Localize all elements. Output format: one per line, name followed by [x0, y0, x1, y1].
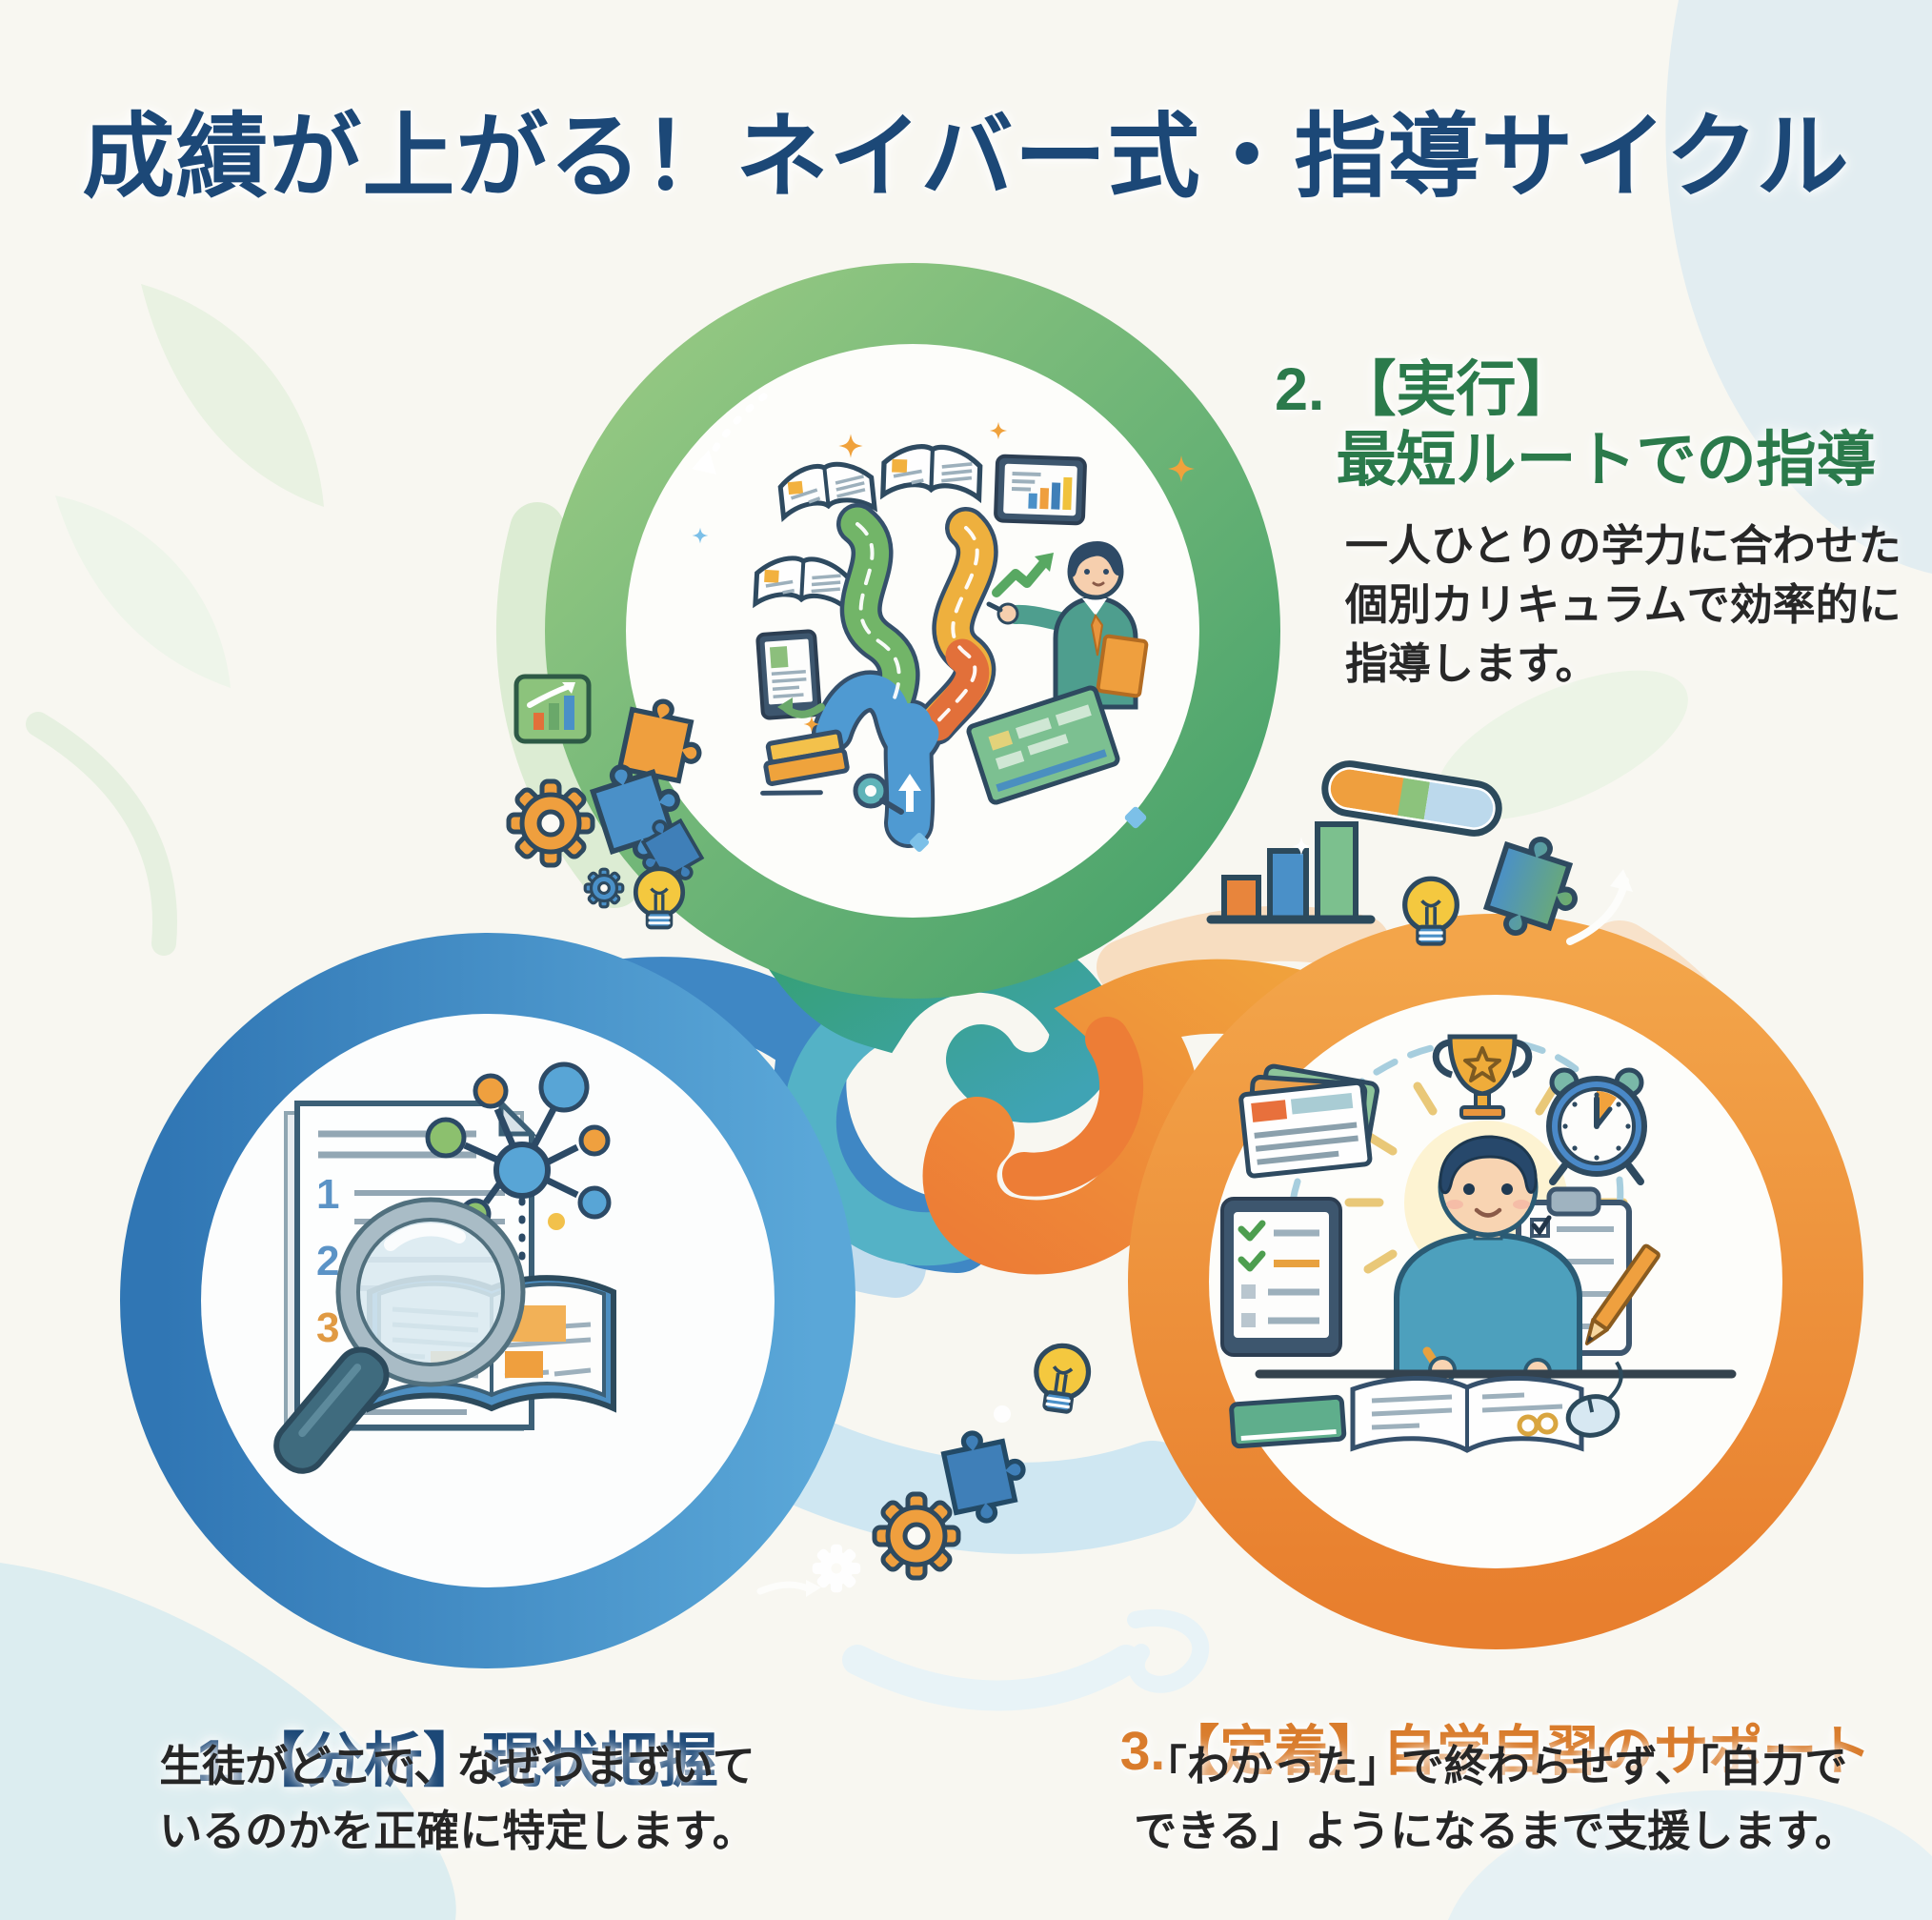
gear-icon	[509, 781, 593, 865]
gear-icon	[812, 1544, 861, 1593]
swirl-arm-orange	[922, 959, 1344, 1275]
decor-right-cluster	[1206, 760, 1633, 948]
tablet-checklist-icon	[1220, 1197, 1342, 1357]
tablet-chart-icon	[994, 454, 1087, 526]
step2-description: 一人ひとりの学力に合わせた 個別カリキュラムで効率的に 指導します。	[1345, 521, 1902, 689]
pencil-icon	[1584, 1243, 1660, 1345]
step1-description: 生徒がどこで、なぜつまずいて いるのかを正確に特定します。	[159, 1742, 755, 1855]
gear-icon	[583, 867, 625, 909]
step1-number: 1.	[196, 1728, 246, 1794]
doc-number: 3	[316, 1304, 339, 1351]
step2-title: 【実行】 最短ルートでの指導	[1336, 356, 1877, 495]
step3-title: 【定着】自学自習のサポート	[1165, 1721, 1872, 1782]
flashcards-icon	[1238, 1063, 1379, 1179]
step3-number: 3.	[1119, 1721, 1166, 1782]
tape-roll-icon	[853, 773, 904, 815]
ring-orange	[1128, 914, 1863, 1649]
step3-description: 「わかった」で終わらせず、「自力で できる」ようになるまで支援します。	[1134, 1742, 1858, 1855]
decor-left-cluster	[509, 674, 708, 928]
swirl-arm-orange-inner	[1002, 1017, 1144, 1197]
gear-icon	[875, 1494, 958, 1578]
growth-arrow-icon	[992, 553, 1054, 597]
dot-decor	[994, 1405, 1011, 1423]
step1-title: 【分析】現状把握	[245, 1728, 718, 1794]
magnifier-icon	[273, 1197, 526, 1474]
teacher-icon	[986, 540, 1149, 710]
mouse-icon	[1565, 1361, 1623, 1438]
winding-road-icon	[777, 503, 998, 848]
network-icon	[425, 1061, 612, 1265]
workbook-icon	[966, 685, 1120, 805]
ring-green	[545, 263, 1280, 999]
step2-heading: 2. 【実行】 最短ルートでの指導	[1275, 354, 1877, 496]
e-reader-icon	[755, 629, 822, 720]
step1-illustration: 1 2 3 4	[273, 1061, 616, 1474]
step2-illustration	[692, 393, 1195, 852]
trophy-icon	[1432, 1034, 1533, 1120]
chart-icon	[513, 674, 592, 744]
ring-blue	[120, 933, 855, 1668]
alarm-clock-icon	[1546, 1067, 1647, 1185]
arrow-doodle	[756, 1581, 814, 1595]
step3-illustration	[1220, 1034, 1737, 1453]
doc-number: 1	[316, 1171, 339, 1218]
bar-chart-icon	[1206, 821, 1376, 924]
step1-heading: 1.【分析】現状把握	[124, 1645, 791, 1798]
progress-bar-icon	[1321, 760, 1502, 837]
lightbulb-icon	[635, 869, 682, 928]
page-title: 成績が上がる！ネイバー式・指導サイクル	[82, 105, 1850, 209]
doc-number: 2	[316, 1238, 339, 1284]
notebook-icon	[1350, 1376, 1584, 1453]
books-stack-icon	[760, 729, 850, 796]
lightbulb-icon	[1031, 1343, 1092, 1414]
decor-bottom-cluster	[756, 1343, 1092, 1597]
step2-number: 2.	[1275, 356, 1325, 423]
book-icon	[1229, 1394, 1347, 1449]
step3-heading: 3.【定着】自学自習のサポート	[1105, 1645, 1886, 1786]
sparkle-icon	[692, 421, 1195, 852]
